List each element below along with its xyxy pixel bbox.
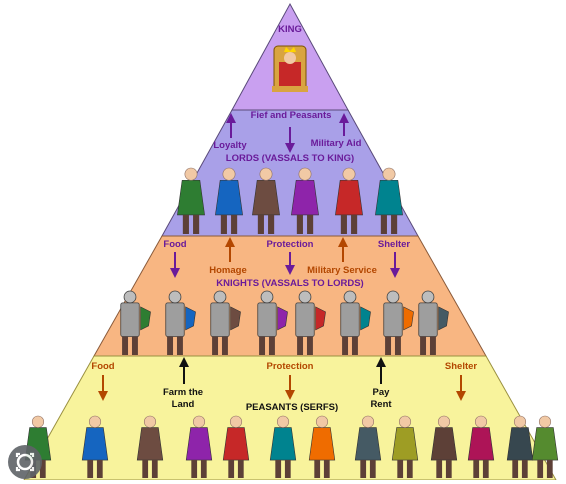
- lord-figure: [215, 167, 243, 234]
- peasant-figure: [269, 415, 297, 478]
- lord-figure: [177, 167, 205, 234]
- pay-rent-label-line1: Pay: [373, 387, 391, 398]
- shelter-knights-label: Shelter: [378, 239, 411, 250]
- knight-figure: [165, 290, 196, 355]
- bishop-figure: [335, 167, 363, 234]
- peasant-figure: [222, 415, 250, 478]
- lords-figures: [177, 167, 403, 234]
- knight-figure: [210, 290, 241, 355]
- peasant-figure: [506, 415, 534, 478]
- knight-figure: [383, 290, 414, 355]
- peasant-figure: [430, 415, 458, 478]
- food-peasants-label: Food: [91, 361, 114, 372]
- military-aid-label: Military Aid: [311, 138, 362, 149]
- peasant-figure: [531, 415, 559, 478]
- homage-label: Homage: [209, 265, 246, 276]
- google-lens-icon[interactable]: [8, 445, 42, 479]
- peasants-figures: [24, 415, 559, 478]
- peasant-figure: [81, 415, 109, 478]
- shelter-peasants-label: Shelter: [445, 361, 478, 372]
- peasant-figure: [354, 415, 382, 478]
- lord-figure: [291, 167, 319, 234]
- knight-figure: [418, 290, 449, 355]
- tier-title-peasants: PEASANTS (SERFS): [246, 402, 338, 413]
- farm-the-land-label-line1: Farm the: [163, 387, 203, 398]
- peasant-figure: [308, 415, 336, 478]
- king-on-throne-figure: [272, 45, 308, 92]
- knight-figure: [340, 290, 371, 355]
- pay-rent-label-line2: Rent: [370, 399, 392, 410]
- peasant-figure: [185, 415, 213, 478]
- lord-figure: [375, 167, 403, 234]
- protection-knights-label: Protection: [267, 239, 314, 250]
- food-knights-label: Food: [163, 239, 186, 250]
- loyalty-label: Loyalty: [213, 140, 247, 151]
- peasant-figure: [467, 415, 495, 478]
- military-service-label: Military Service: [307, 265, 377, 276]
- tier-title-king: KING: [278, 24, 302, 35]
- peasant-figure: [136, 415, 164, 478]
- knight-figure: [120, 290, 151, 355]
- knight-figure: [257, 290, 288, 355]
- peasant-figure: [391, 415, 419, 478]
- tier-title-lords: LORDS (VASSALS TO KING): [226, 153, 354, 164]
- tier-title-knights: KNIGHTS (VASSALS TO LORDS): [216, 278, 363, 289]
- farm-the-land-label-line2: Land: [172, 399, 195, 410]
- knights-figures: [120, 290, 449, 355]
- knight-figure: [295, 290, 326, 355]
- protection-peasants-label: Protection: [267, 361, 314, 372]
- lord-figure: [252, 167, 280, 234]
- lens-glyph: [15, 452, 35, 472]
- fief-and-peasants-label: Fief and Peasants: [251, 110, 332, 121]
